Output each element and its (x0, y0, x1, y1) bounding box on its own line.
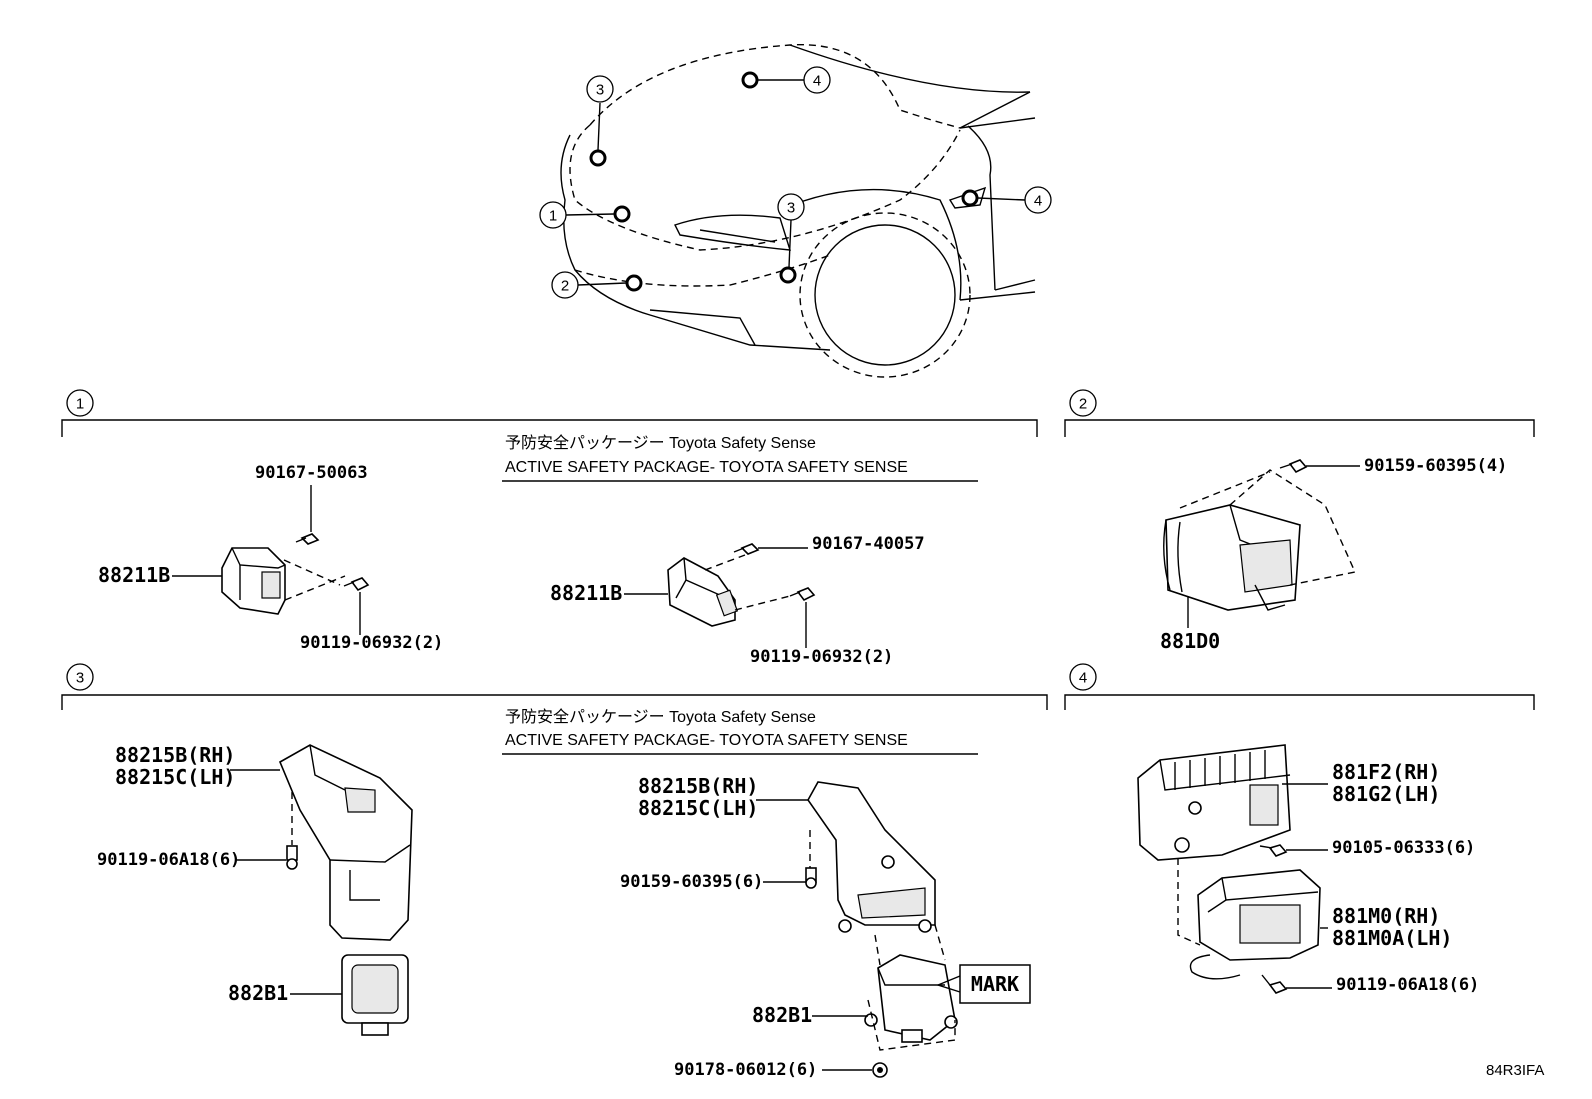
bolt-3-left-icon (286, 845, 298, 870)
callout-1: 1 (549, 208, 557, 225)
section-3-caption-jp: 予防安全パッケージー Toyota Safety Sense (505, 708, 816, 726)
label-90119-06a18-s4: 90119-06A18(6) (1336, 975, 1479, 995)
car-overview (560, 43, 1036, 378)
label-881d0: 881D0 (1160, 629, 1220, 653)
module-881m0 (1189, 869, 1321, 980)
callout-4-right: 4 (1034, 193, 1042, 210)
label-88215c-lh-right: 88215C(LH) (638, 796, 758, 820)
sensor-882b1-left (341, 954, 409, 1036)
label-881g2-lh: 881G2(LH) (1332, 782, 1440, 806)
label-90167-40057: 90167-40057 (812, 534, 925, 554)
bolt-top-right-icon (733, 543, 760, 555)
label-881m0a-lh: 881M0A(LH) (1332, 926, 1452, 950)
label-90119-06a18-left: 90119-06A18(6) (97, 850, 240, 870)
section-2: 90159-60395(4) 881D0 (1160, 456, 1507, 653)
mark-label: MARK (971, 972, 1019, 996)
section-1-caption-en: ACTIVE SAFETY PACKAGE- TOYOTA SAFETY SEN… (505, 459, 908, 476)
label-881m0-rh: 881M0(RH) (1332, 904, 1440, 928)
bracket-88215-right (807, 781, 936, 933)
section-1-caption-jp: 予防安全パッケージー Toyota Safety Sense (505, 434, 816, 452)
label-88215b-rh-right: 88215B(RH) (638, 774, 758, 798)
section-4: 881F2(RH) 881G2(LH) 90105-06333(6) 881M0… (1137, 744, 1479, 995)
section-brackets (61, 419, 1535, 710)
section-3-marker: 3 (76, 670, 84, 687)
sensor-88211b-left (221, 547, 346, 615)
section-3: 予防安全パッケージー Toyota Safety Sense ACTIVE SA… (97, 708, 1031, 1080)
label-882b1-left: 882B1 (228, 981, 288, 1005)
callout-4-top: 4 (813, 73, 821, 90)
label-90159-60395-4: 90159-60395(4) (1364, 456, 1507, 476)
section-4-marker: 4 (1079, 670, 1087, 687)
label-882b1-right: 882B1 (752, 1003, 812, 1027)
label-881f2-rh: 881F2(RH) (1332, 760, 1440, 784)
label-88215c-lh-left: 88215C(LH) (115, 765, 235, 789)
label-90159-60395-6: 90159-60395(6) (620, 872, 763, 892)
label-90105-06333: 90105-06333(6) (1332, 838, 1475, 858)
bolt-side-left-icon (343, 577, 370, 592)
bolt-3-right-icon (805, 867, 817, 889)
sensor-88211b-right (667, 554, 791, 627)
label-90167-50063: 90167-50063 (255, 463, 368, 483)
label-88211b-left: 88211B (98, 563, 170, 587)
overview-callouts: 3 1 2 4 3 4 (539, 66, 1052, 299)
bolt-881d0-icon (1279, 459, 1308, 474)
mark-callout: MARK (935, 964, 1031, 1004)
illustration-code: 84R3IFA (1486, 1062, 1544, 1079)
sensor-882b1-right (864, 924, 958, 1051)
bolt-4-top-icon (1259, 844, 1288, 857)
nut-icon (872, 1062, 888, 1078)
bolt-4-bottom-icon (1261, 974, 1288, 994)
section-1: 予防安全パッケージー Toyota Safety Sense ACTIVE SA… (98, 434, 978, 667)
label-88211b-right: 88211B (550, 581, 622, 605)
callout-3-top: 3 (596, 82, 604, 99)
section-markers: 1 2 3 4 (66, 389, 1097, 691)
label-90178-06012: 90178-06012(6) (674, 1060, 817, 1080)
bolt-top-left-icon (295, 533, 320, 545)
callout-3-mid: 3 (787, 200, 795, 217)
section-3-caption-en: ACTIVE SAFETY PACKAGE- TOYOTA SAFETY SEN… (505, 732, 908, 749)
label-90119-06932-left: 90119-06932(2) (300, 633, 443, 653)
bracket-88215-left (278, 744, 413, 941)
sensor-881d0 (1163, 469, 1356, 611)
label-88215b-rh-left: 88215B(RH) (115, 743, 235, 767)
section-2-marker: 2 (1079, 396, 1087, 413)
label-90119-06932-right: 90119-06932(2) (750, 647, 893, 667)
bolt-side-right-icon (789, 587, 816, 602)
callout-2: 2 (561, 278, 569, 295)
bracket-881f2 (1137, 744, 1291, 861)
section-1-marker: 1 (76, 396, 84, 413)
